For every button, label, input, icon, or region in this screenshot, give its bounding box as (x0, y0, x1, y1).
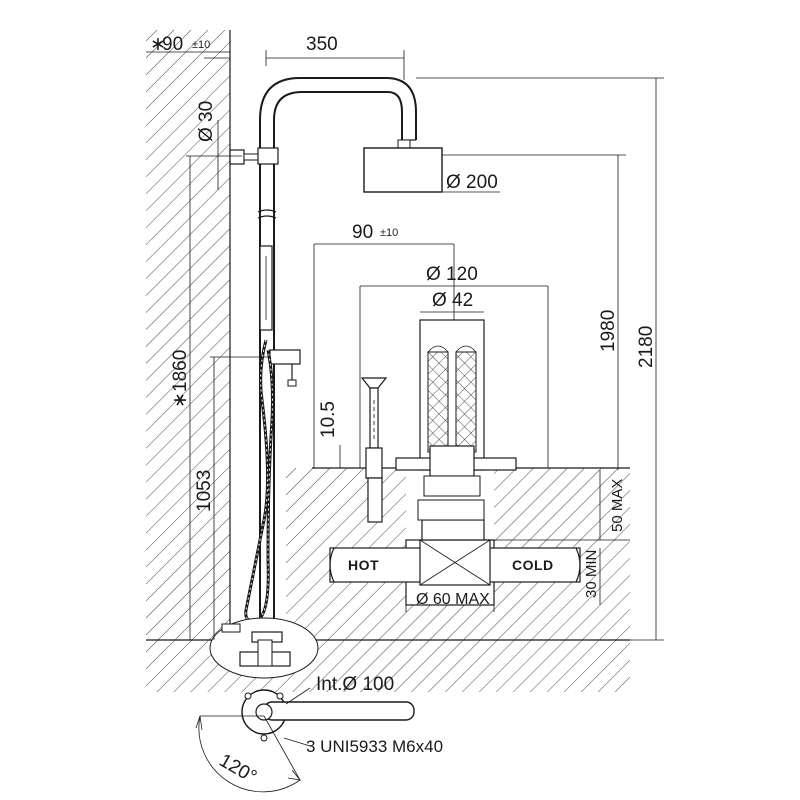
mixer-cartridge (395, 319, 517, 541)
dim-arm-reach: 350 (306, 34, 338, 55)
supply-pipes: HOT COLD (329, 539, 581, 586)
dim-wall-offset: 90 (162, 34, 183, 55)
base-plate (209, 617, 319, 679)
dimension-labels: ∗ 90 ±10 350 Ø 30 Ø 200 90 ±10 Ø 120 Ø 4… (150, 34, 657, 788)
wall (146, 30, 231, 640)
dim-mixer-offset-tol: ±10 (380, 227, 398, 239)
anchor-screw (360, 377, 388, 523)
dim-inner-diameter: Ø 42 (432, 290, 473, 311)
dim-pipe-max: Ø 60 MAX (416, 591, 490, 608)
shower-head (363, 139, 443, 193)
hot-label: HOT (348, 557, 379, 573)
dim-recess-depth: 10.5 (318, 401, 339, 438)
dim-base-int: Int.Ø 100 (316, 674, 394, 695)
dim-height-total: 2180 (636, 326, 657, 368)
dim-max-depth: 50 MAX (609, 479, 626, 532)
cold-label: COLD (512, 557, 554, 573)
dimension-lines (186, 50, 664, 641)
dim-head-diameter: Ø 200 (446, 172, 498, 193)
dim-min-depth: 30 MIN (583, 550, 600, 598)
asterisk-mark: ∗ (150, 34, 166, 55)
dim-wall-offset-tol: ±10 (192, 39, 210, 51)
dim-pipe-diameter: Ø 30 (196, 101, 217, 142)
dim-height-mixer: 1053 (194, 470, 215, 512)
dim-flange-diameter: Ø 120 (426, 264, 478, 285)
plan-view (195, 687, 415, 793)
dim-angle: 120° (216, 750, 261, 788)
dim-asterisk-bracket: ∗ (170, 392, 191, 408)
dim-height-wall-bracket: 1860 (170, 350, 191, 392)
dim-mixer-offset: 90 (352, 222, 373, 243)
dim-screw-spec: 3 UNI5933 M6x40 (306, 737, 443, 756)
dim-height-head: 1980 (598, 310, 619, 352)
